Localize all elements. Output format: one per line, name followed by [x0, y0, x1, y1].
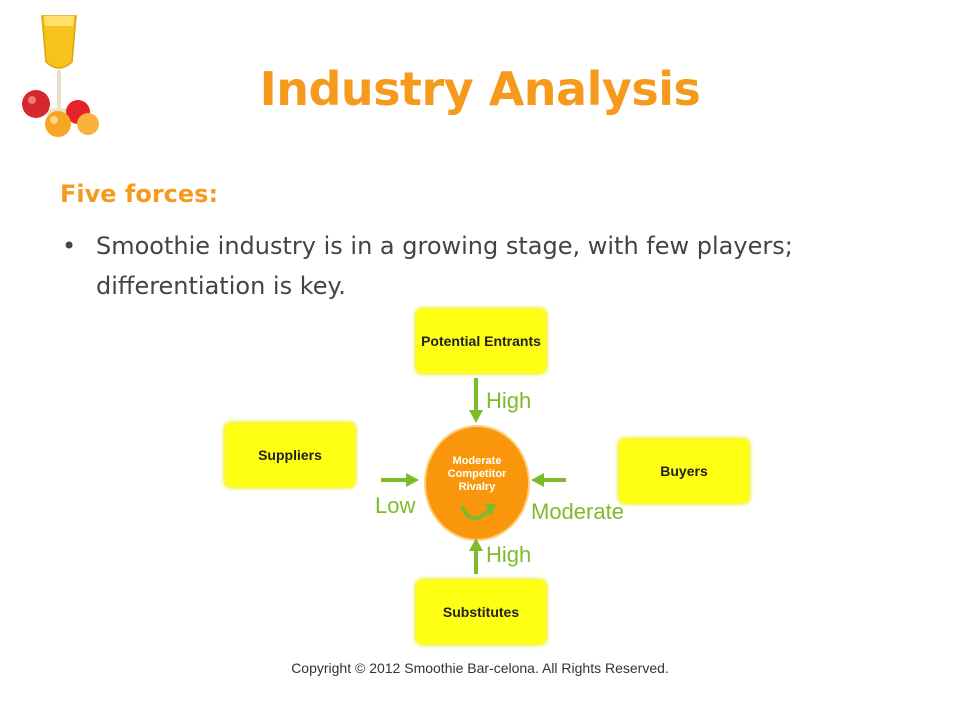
bullet-item: • Smoothie industry is in a growing stag… [62, 226, 902, 306]
force-potential-entrants: Potential Entrants [416, 309, 546, 373]
copyright-footer: Copyright © 2012 Smoothie Bar-celona. Al… [291, 660, 669, 676]
level-buyers: Moderate [531, 499, 624, 524]
competitor-rivalry-circle [424, 425, 530, 541]
level-substitutes: High [486, 542, 532, 567]
arrow-buyers-head [531, 473, 544, 487]
center-line-3: Rivalry [458, 481, 496, 493]
page-title: Industry Analysis [259, 62, 701, 116]
rivalry-cycle-arrow-head [484, 504, 496, 516]
force-suppliers: Suppliers [225, 423, 355, 487]
smoothie-glass-fruit-icon [22, 15, 99, 137]
arrow-substitutes-head [469, 538, 483, 551]
arrow-suppliers-head [406, 473, 419, 487]
bullet-icon: • [62, 232, 77, 260]
bullet-text: Smoothie industry is in a growing stage,… [96, 232, 793, 300]
section-heading: Five forces: [60, 180, 219, 208]
center-line-1: Moderate [452, 455, 502, 467]
level-potential-entrants: High [486, 388, 532, 413]
arrow-entrants-head [469, 410, 483, 423]
level-suppliers: Low [375, 493, 416, 518]
center-line-2: Competitor [447, 468, 507, 480]
force-substitutes: Substitutes [416, 580, 546, 644]
rivalry-cycle-arrow [460, 505, 492, 520]
force-buyers: Buyers [619, 439, 749, 503]
competitor-rivalry-label: Moderate Competitor Rivalry [424, 455, 530, 494]
